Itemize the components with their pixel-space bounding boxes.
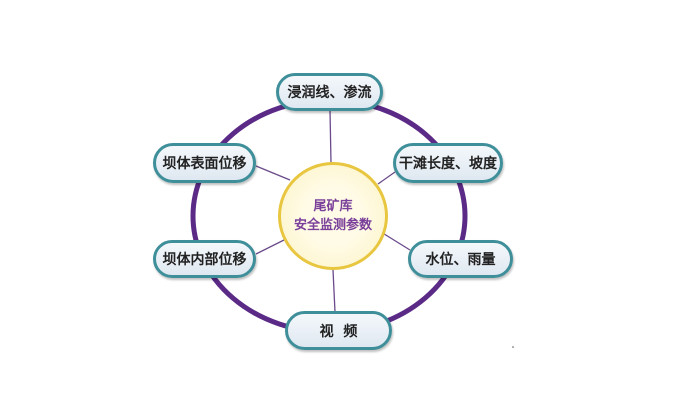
node-surface-displacement: 坝体表面位移 <box>153 143 256 183</box>
connector-right-bottom <box>380 231 411 251</box>
connector-left-bottom <box>255 237 289 255</box>
stray-dot <box>512 346 514 348</box>
node-seepage: 浸润线、渗流 <box>276 73 383 111</box>
center-subtitle: 安全监测参数 <box>293 218 372 233</box>
connector-bottom <box>332 269 336 313</box>
center-title: 尾矿库 <box>313 199 353 214</box>
connector-right-top <box>377 171 396 185</box>
center-node: 尾矿库 安全监测参数 <box>278 162 388 270</box>
node-internal-displacement: 坝体内部位移 <box>153 240 256 278</box>
connector-left-top <box>255 165 291 181</box>
node-water-level-rainfall: 水位、雨量 <box>408 240 513 278</box>
node-beach-length-slope: 干滩长度、坡度 <box>393 143 503 183</box>
node-video: 视 频 <box>285 311 392 350</box>
connector-top <box>329 109 332 164</box>
